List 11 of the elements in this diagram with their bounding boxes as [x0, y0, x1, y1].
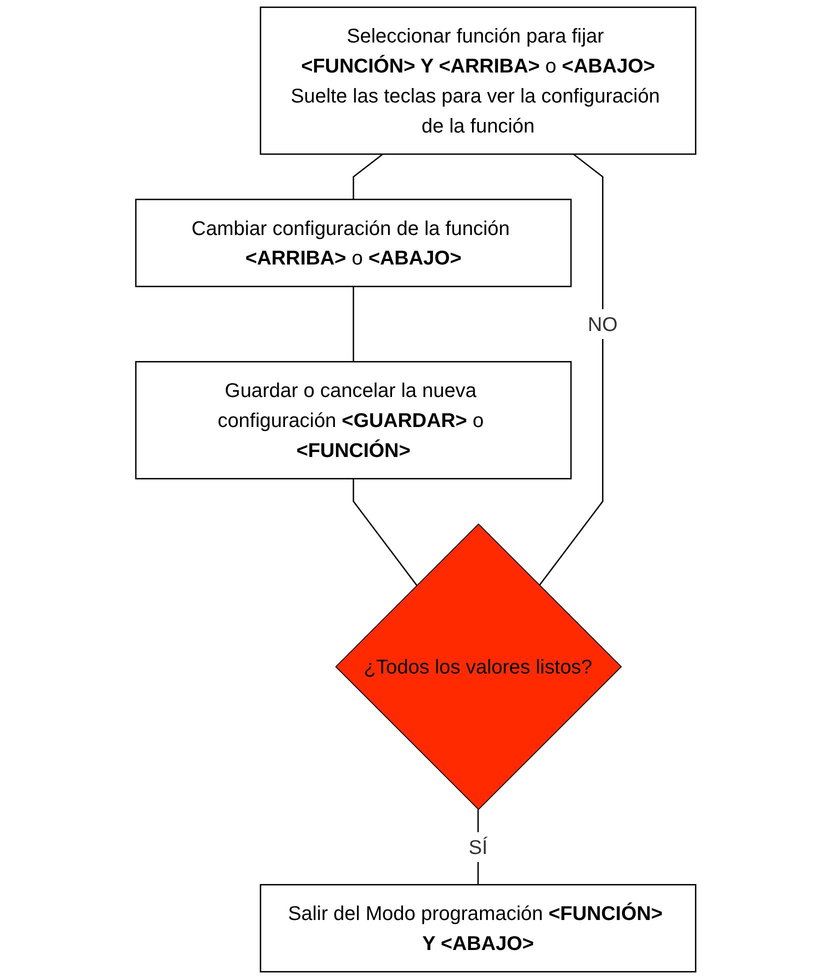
node-diamond: ¿Todos los valores listos? — [334, 523, 622, 810]
node-box: Seleccionar función para fijar <FUNCIÓN> Y <ARRIBA> o <ABAJO> Suelte las teclas para ver la configuración de la función — [260, 6, 696, 155]
connector — [352, 286, 354, 362]
node-box: Cambiar configuración de la función <ARRIBA> o <ABAJO> — [134, 198, 572, 288]
connector — [352, 478, 418, 586]
connector — [538, 154, 604, 586]
node-box: Salir del Modo programación <FUNCIÓN> Y <ABAJO> — [260, 884, 696, 972]
edge-label: NO — [588, 312, 618, 336]
connector — [352, 154, 383, 200]
edge-label: SÍ — [468, 836, 488, 858]
node-box: Guardar o cancelar la nueva configuración <GUARDAR> o <FUNCIÓN> — [134, 361, 572, 480]
